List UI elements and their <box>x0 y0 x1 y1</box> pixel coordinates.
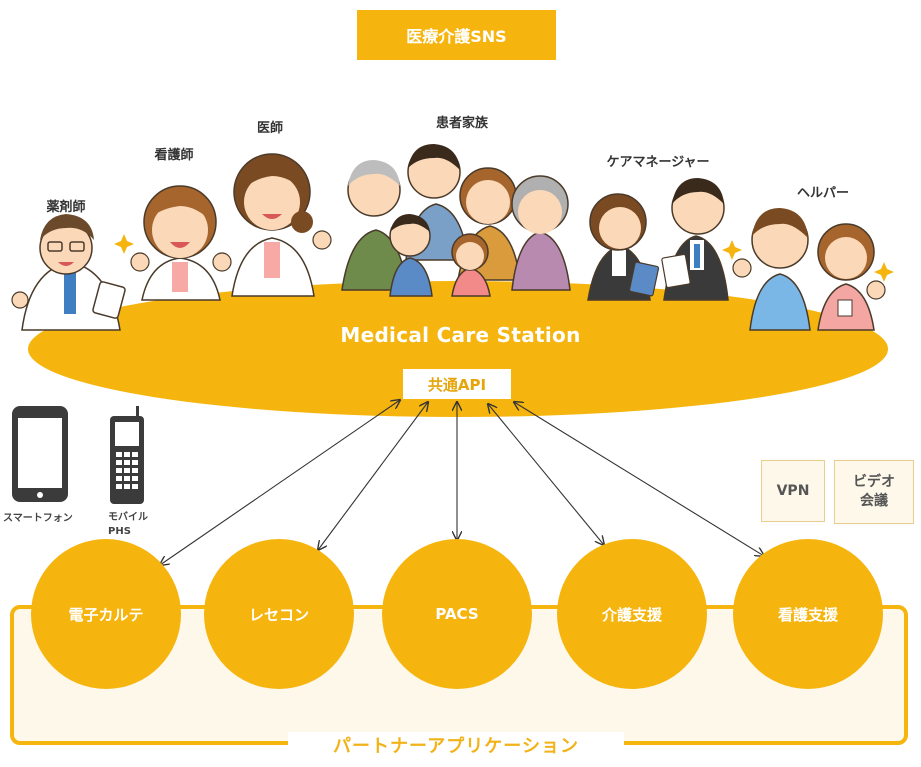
mobile-label-line1: モバイル <box>108 512 148 523</box>
family-illustration <box>341 144 571 297</box>
video-label-line2: 会議 <box>860 493 888 509</box>
app-care-support: 介護支援 <box>557 539 707 689</box>
video-conference-box: ビデオ 会議 <box>834 460 914 524</box>
arrow-nursing <box>514 402 764 556</box>
role-label-pharmacist: 薬剤師 <box>46 200 86 215</box>
role-label-care-manager: ケアマネージャー <box>606 155 710 170</box>
common-api-box: 共通API <box>402 368 512 400</box>
care-manager-illustration <box>587 178 729 301</box>
helper-illustration <box>722 208 894 331</box>
role-label-doctor: 医師 <box>256 121 284 136</box>
station-name: Medical Care Station <box>340 323 581 347</box>
video-label-line1: ビデオ <box>853 474 895 491</box>
role-label-family: 患者家族 <box>435 116 489 131</box>
api-connection-arrows <box>160 400 764 565</box>
smartphone-icon <box>12 406 68 502</box>
doctor-illustration <box>231 153 332 297</box>
mobile-label-line2: PHS <box>108 525 131 537</box>
mobile-phs-label: モバイル PHS <box>108 511 148 538</box>
phs-phone-icon <box>110 406 144 504</box>
arrow-care <box>488 404 604 545</box>
app-ehr: 電子カルテ <box>31 539 181 689</box>
pharmacist-illustration <box>11 214 126 331</box>
vpn-box: VPN <box>761 460 825 522</box>
app-pacs: PACS <box>382 539 532 689</box>
role-label-nurse: 看護師 <box>154 148 194 163</box>
smartphone-label: スマートフォン <box>3 513 73 524</box>
role-label-helper: ヘルパー <box>796 186 850 201</box>
nurse-illustration <box>114 185 232 301</box>
station-platform <box>28 281 888 417</box>
app-receipt-computer: レセコン <box>204 539 354 689</box>
partner-application-label: パートナーアプリケーション <box>288 732 624 758</box>
arrow-receipt <box>318 402 428 550</box>
app-nursing-support: 看護支援 <box>733 539 883 689</box>
page-title: 医療介護SNS <box>357 10 556 60</box>
